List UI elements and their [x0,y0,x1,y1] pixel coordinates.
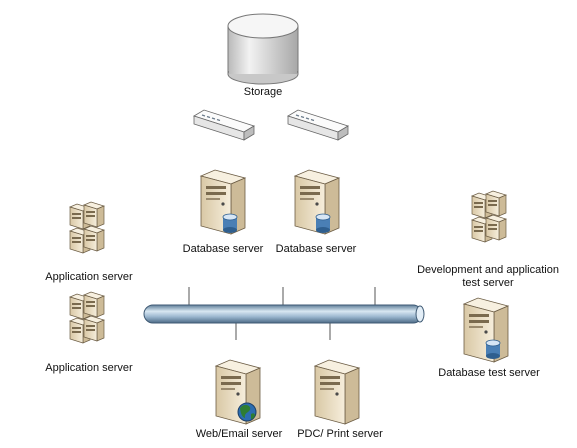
database-server-label: Database server [182,243,264,255]
server-rack-icon [70,292,104,343]
database-badge-icon [315,213,331,234]
server-rack-icon [70,202,104,253]
network-switch-icon [193,109,255,141]
database-test-server-label: Database test server [438,367,540,379]
storage-label: Storage [243,86,283,98]
dev-test-server-label-line2: test server [462,277,514,289]
network-bus-icon [143,304,425,324]
application-server-label: Application server [45,362,133,374]
dev-test-server-label-line1: Development and application [417,264,559,276]
database-badge-icon [485,339,501,360]
pdc-print-server-label: PDC/ Print server [297,428,383,440]
server-rack-icon [472,191,506,242]
server-tower-icon [314,359,360,425]
web-email-server-label: Web/Email server [195,428,283,440]
globe-icon [237,402,257,422]
network-switch-icon [287,109,349,141]
database-server-label: Database server [275,243,357,255]
application-server-label: Application server [45,271,133,283]
database-storage-icon [227,13,299,85]
bus-connectors [188,287,376,340]
database-badge-icon [222,213,238,234]
